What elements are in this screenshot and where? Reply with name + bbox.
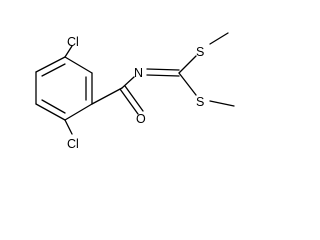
ring-bond-c4-c5	[35, 103, 66, 121]
ring-bond-c1-c2	[64, 56, 93, 74]
ring-bond-c5-c6	[64, 103, 93, 121]
ring-bond-c2-c3	[35, 56, 66, 73]
atom-label-n: N	[134, 66, 143, 80]
ring-inner-bond-1	[41, 63, 66, 77]
bond-carbon-to-s-top	[178, 55, 197, 74]
bond-s-bottom-to-methyl	[209, 100, 235, 107]
bond-s-top-to-methyl	[209, 32, 229, 45]
carbonyl-double-bond-b	[124, 85, 144, 112]
atom-label-s-top: S	[196, 45, 204, 59]
ring-inner-bond-2	[41, 99, 66, 114]
bond-ring-to-carbonyl-carbon	[91, 87, 123, 105]
carbonyl-double-bond-a	[119, 88, 139, 115]
atom-label-cl-top: Cl	[67, 35, 79, 49]
atom-label-s-bottom: S	[196, 95, 204, 109]
bond-ring-to-cl-top	[64, 45, 73, 58]
atom-label-o: O	[136, 112, 146, 126]
bond-ring-to-cl-bottom	[64, 119, 73, 135]
benzene-ring	[35, 56, 93, 121]
chemical-structure-diagram: Cl Cl N O S S	[35, 32, 235, 151]
imine-double-bond-b	[146, 74, 180, 77]
imine-double-bond-a	[146, 68, 180, 71]
bond-carbon-to-s-bottom	[178, 72, 197, 96]
bond-carbonyl-carbon-to-n	[121, 76, 135, 89]
atom-label-cl-bottom: Cl	[67, 137, 79, 151]
